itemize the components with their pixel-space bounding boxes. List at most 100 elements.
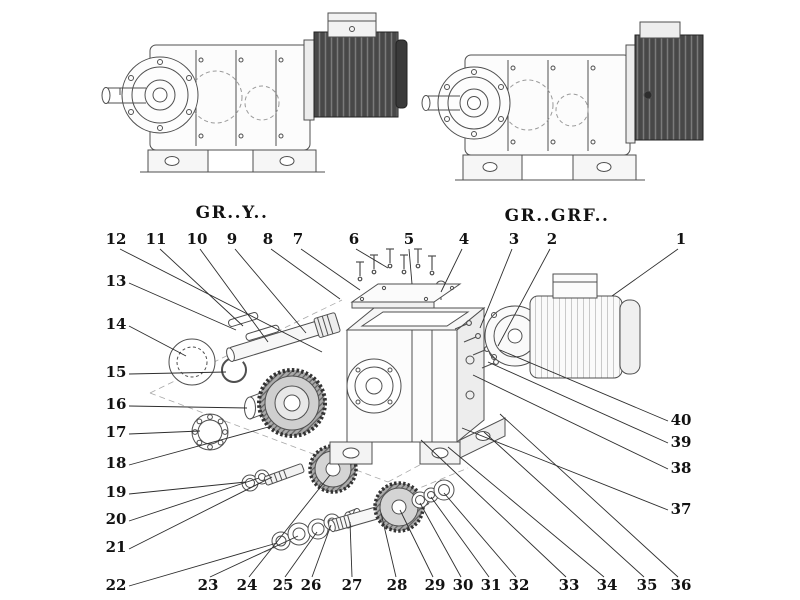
callout-leader-line — [447, 446, 605, 578]
callout-number-39: 39 — [671, 433, 692, 451]
callout-leader-line — [408, 248, 413, 285]
retaining-ring — [221, 357, 247, 383]
terminal-box — [327, 12, 377, 38]
callout-number-16: 16 — [106, 395, 127, 413]
callout-leader-line — [419, 502, 462, 578]
callout-number-15: 15 — [106, 363, 127, 381]
callout-number-6: 6 — [349, 230, 359, 248]
large-gear — [257, 368, 327, 438]
callout-number-31: 31 — [481, 576, 502, 594]
callout-number-18: 18 — [106, 454, 127, 472]
gearmotor-foot-mounted-illustration — [101, 12, 408, 173]
callout-number-36: 36 — [671, 576, 692, 594]
callout-leader-line — [497, 248, 551, 347]
callout-leader-line — [234, 248, 307, 334]
callout-number-9: 9 — [227, 230, 237, 248]
callout-number-30: 30 — [453, 576, 474, 594]
callout-leader-line — [159, 248, 244, 327]
variant-label-left: GR..Y.. — [196, 203, 269, 223]
callout-number-38: 38 — [671, 459, 692, 477]
cover-bolts — [356, 248, 436, 282]
callout-leader-line — [349, 521, 353, 578]
drain-plug — [465, 390, 475, 400]
terminal-box — [639, 21, 681, 39]
shaft-key — [228, 311, 259, 327]
callout-number-33: 33 — [559, 576, 580, 594]
callout-leader-line — [611, 248, 679, 297]
fan-cover — [619, 299, 641, 375]
callout-number-4: 4 — [459, 230, 469, 248]
ball-bearing-input — [191, 413, 229, 451]
callout-number-3: 3 — [509, 230, 519, 248]
callout-number-24: 24 — [237, 576, 258, 594]
callout-number-32: 32 — [509, 576, 530, 594]
callout-number-21: 21 — [106, 538, 127, 556]
ball-bearing-small — [433, 479, 455, 501]
motor-body — [529, 295, 623, 379]
terminal-box — [552, 273, 598, 299]
callout-number-2: 2 — [547, 230, 557, 248]
callout-number-40: 40 — [671, 411, 692, 429]
callout-number-27: 27 — [342, 576, 363, 594]
callout-number-22: 22 — [106, 576, 127, 594]
callout-number-12: 12 — [106, 230, 127, 248]
callout-leader-line — [440, 248, 463, 293]
callout-leader-line — [209, 535, 299, 578]
callout-leader-line — [461, 427, 669, 511]
callout-leader-line — [128, 430, 201, 435]
input-pinion-shaft — [226, 312, 341, 362]
callout-leader-line — [499, 349, 669, 422]
callout-leader-line — [128, 542, 278, 587]
callout-leader-line — [128, 476, 273, 550]
callout-leader-line — [128, 405, 248, 409]
callout-number-13: 13 — [106, 272, 127, 290]
callout-leader-line — [355, 248, 389, 269]
callout-number-11: 11 — [146, 230, 167, 248]
callout-leader-line — [479, 248, 513, 329]
callout-number-28: 28 — [387, 576, 408, 594]
callout-leader-line — [128, 325, 187, 357]
callout-number-17: 17 — [106, 423, 127, 441]
callout-leader-line — [270, 248, 341, 300]
callout-leader-line — [430, 496, 490, 578]
callout-number-29: 29 — [425, 576, 446, 594]
callout-leader-line — [499, 413, 679, 578]
callout-number-1: 1 — [676, 230, 686, 248]
callout-leader-line — [483, 431, 645, 578]
callout-leader-line — [248, 474, 331, 578]
callout-leader-line — [128, 477, 260, 522]
callout-leader-line — [487, 361, 669, 444]
callout-number-20: 20 — [106, 510, 127, 528]
callout-number-19: 19 — [106, 483, 127, 501]
callout-leader-line — [284, 531, 318, 578]
callout-number-26: 26 — [301, 576, 322, 594]
callout-leader-line — [311, 524, 332, 578]
callout-number-25: 25 — [273, 576, 294, 594]
gearbox-housing — [329, 248, 506, 465]
intermediate-pinion — [263, 463, 305, 486]
exploded-view-illustration — [149, 248, 641, 557]
callout-leader-line — [128, 282, 237, 331]
breather-plug — [465, 355, 475, 365]
variant-label-right: GR..GRF.. — [505, 206, 610, 226]
motor-assembly — [454, 273, 641, 379]
motor-body-dark — [313, 31, 399, 118]
callout-leader-line — [380, 512, 397, 578]
oil-seal-ring — [168, 338, 216, 386]
callout-leader-line — [128, 371, 227, 375]
callout-leader-line — [472, 374, 669, 470]
callout-leader-line — [128, 481, 247, 495]
callout-number-5: 5 — [404, 230, 414, 248]
callout-number-7: 7 — [293, 230, 303, 248]
callout-leader-line — [119, 248, 323, 353]
callout-leader-line — [399, 509, 434, 578]
callout-number-37: 37 — [671, 500, 692, 518]
callout-number-34: 34 — [597, 576, 618, 594]
gearmotor-flange-mounted-illustration — [421, 21, 704, 181]
callout-number-14: 14 — [106, 315, 127, 333]
callout-leader-line — [443, 492, 517, 578]
callout-number-23: 23 — [198, 576, 219, 594]
